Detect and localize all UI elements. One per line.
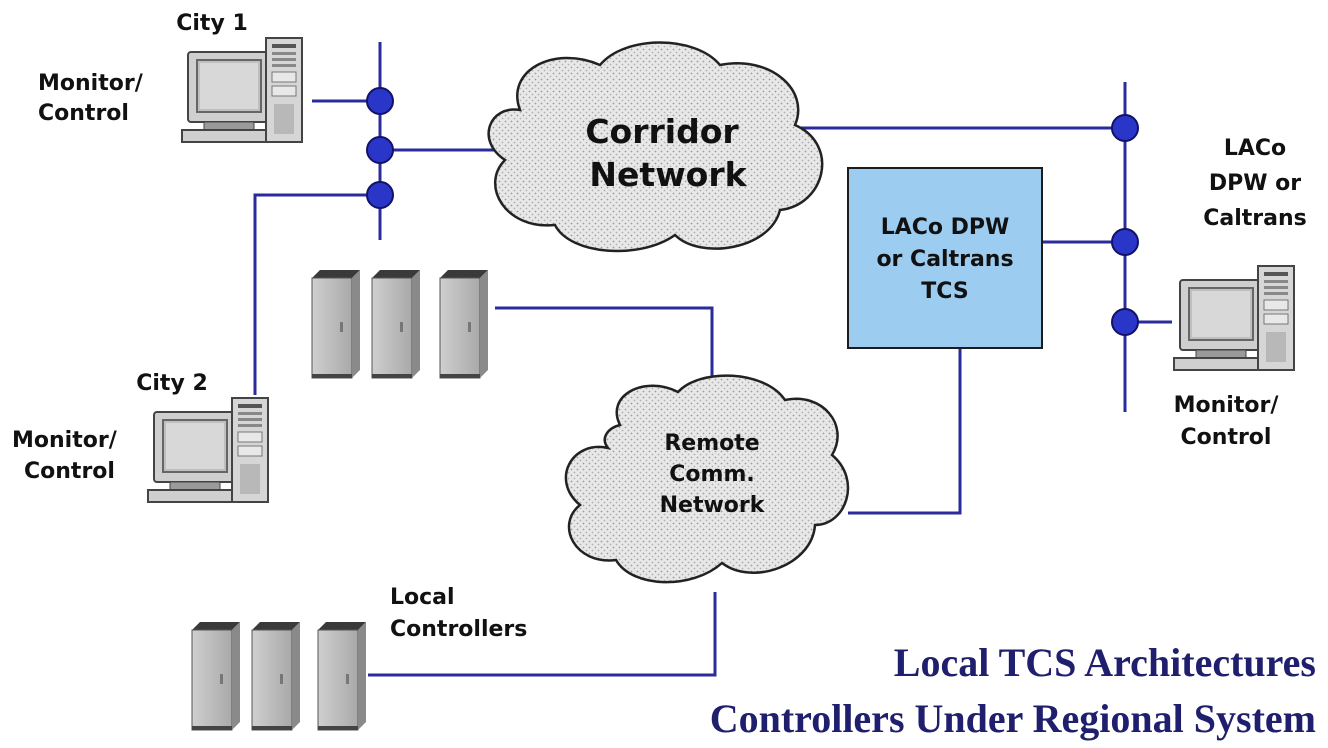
local-controllers-line2: Controllers bbox=[390, 617, 527, 642]
bus-nodes bbox=[366, 87, 1139, 336]
city2-workstation bbox=[147, 397, 269, 503]
city2-link bbox=[253, 193, 380, 395]
corridor-cloud-line1: Corridor bbox=[585, 112, 739, 151]
remote-cloud-line1: Remote bbox=[664, 431, 759, 456]
remote-cloud-line3: Network bbox=[660, 493, 766, 518]
node-laco-corridor bbox=[1111, 114, 1139, 142]
controller-cabinet-icon bbox=[371, 269, 421, 379]
node-city1-monitor bbox=[366, 87, 394, 115]
city2-label: City 2 bbox=[136, 371, 208, 396]
desktop-computer-icon bbox=[1173, 265, 1295, 371]
laco-tcs-box bbox=[847, 167, 1043, 349]
tcs-box-line2: or Caltrans bbox=[876, 247, 1013, 272]
title-line1: Local TCS Architectures bbox=[894, 640, 1316, 685]
city2-role-line2: Control bbox=[24, 459, 115, 484]
laco-role-line1: Monitor/ bbox=[1174, 393, 1280, 418]
laco-role-line2: Control bbox=[1181, 425, 1272, 450]
cabinets-remote-link bbox=[495, 306, 714, 382]
desktop-computer-icon bbox=[181, 37, 303, 143]
desktop-computer-icon bbox=[147, 397, 269, 503]
laco-site-line3: Caltrans bbox=[1203, 206, 1307, 231]
remote-cloud-line2: Comm. bbox=[669, 462, 754, 487]
city1-role-line2: Control bbox=[38, 101, 129, 126]
local-controllers-group bbox=[191, 621, 367, 731]
controller-cabinet-icon bbox=[439, 269, 489, 379]
laco-site-line2: DPW or bbox=[1209, 171, 1301, 196]
corridor-network-cloud bbox=[487, 41, 824, 253]
local-remote-link bbox=[368, 592, 717, 677]
laco-site-line1: LACo bbox=[1224, 136, 1286, 161]
node-laco-tcs bbox=[1111, 228, 1139, 256]
controller-cabinet-icon bbox=[191, 621, 241, 731]
tcs-remote-link bbox=[848, 348, 962, 515]
tcs-box-line3: TCS bbox=[921, 279, 968, 304]
tcs-box-line1: LACo DPW bbox=[881, 215, 1010, 240]
corridor-cloud-line2: Network bbox=[589, 155, 747, 194]
field-cabinets-group bbox=[311, 269, 489, 379]
city1-workstation bbox=[181, 37, 303, 143]
controller-cabinet-icon bbox=[251, 621, 301, 731]
city1-role-line1: Monitor/ bbox=[38, 71, 144, 96]
city2-role-line1: Monitor/ bbox=[12, 428, 118, 453]
laco-workstation bbox=[1173, 265, 1295, 371]
title-line2: Controllers Under Regional System bbox=[710, 696, 1316, 741]
local-controllers-line1: Local bbox=[390, 585, 455, 610]
node-laco-monitor bbox=[1111, 308, 1139, 336]
remote-comm-network-cloud bbox=[564, 374, 850, 584]
node-city1-corridor bbox=[366, 136, 394, 164]
controller-cabinet-icon bbox=[317, 621, 367, 731]
controller-cabinet-icon bbox=[311, 269, 361, 379]
node-city2 bbox=[366, 181, 394, 209]
city1-label: City 1 bbox=[176, 11, 248, 36]
